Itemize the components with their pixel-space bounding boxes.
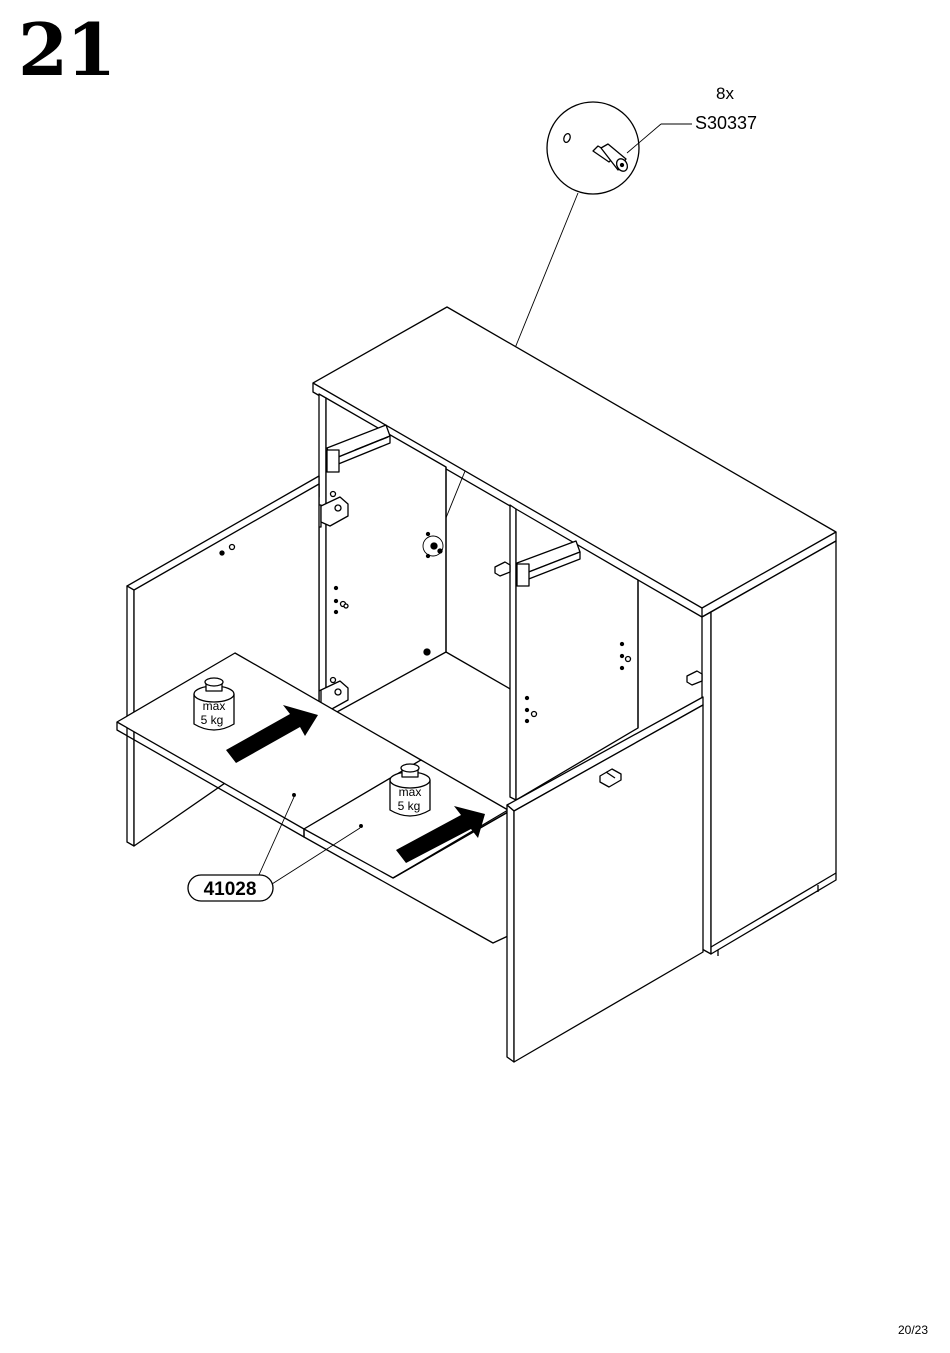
- weight-label-line2: 5 kg: [201, 713, 224, 727]
- weight-label-line1: max: [399, 785, 422, 799]
- right-side-panel: [702, 541, 836, 956]
- part-callout-code: 41028: [204, 879, 257, 900]
- weight-label-line1: max: [203, 699, 226, 713]
- weight-label-line2: 5 kg: [398, 799, 421, 813]
